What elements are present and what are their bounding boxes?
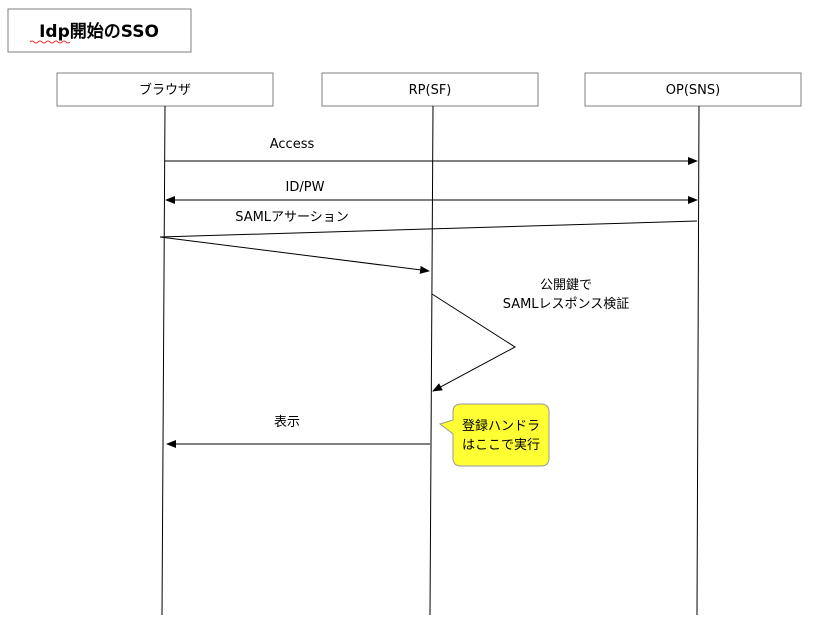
callout-line2: はここで実行 [462,437,540,453]
lifeline-rp [429,105,434,616]
lifeline-browser [161,105,166,616]
callout-shape [438,403,550,467]
title-box: Idp開始のSSO [7,8,192,53]
participant-rp-label: RP(SF) [409,83,452,98]
message-idpw-label: ID/PW [286,180,325,195]
callout-note: 登録ハンドラ はここで実行 [438,403,550,467]
participant-rp: RP(SF) [321,72,539,107]
message-verify-line1: 公開鍵で [540,277,592,293]
message-idpw: ID/PW [165,180,698,204]
participant-op-label: OP(SNS) [666,83,720,98]
message-saml-assertion-label: SAMLアサーション [235,210,349,225]
spellcheck-underline [29,40,71,44]
callout-line1: 登録ハンドラ [462,419,540,434]
message-access-label: Access [270,137,315,152]
message-saml-assertion: SAMLアサーション [159,210,698,274]
message-verify: 公開鍵で SAMLレスポンス検証 [431,277,630,392]
message-saml-assertion-arrow [159,236,430,274]
participant-browser-label: ブラウザ [139,82,191,98]
message-display: 表示 [166,415,430,448]
message-display-label: 表示 [274,415,300,430]
message-verify-arrow [431,293,516,392]
message-access: Access [165,137,698,165]
diagram-title: Idp開始のSSO [39,21,159,42]
message-verify-line2: SAMLレスポンス検証 [503,297,630,312]
message-saml-assertion-line [159,220,698,238]
lifeline-op [696,105,700,616]
participant-op: OP(SNS) [584,72,802,107]
participant-browser: ブラウザ [56,72,274,107]
